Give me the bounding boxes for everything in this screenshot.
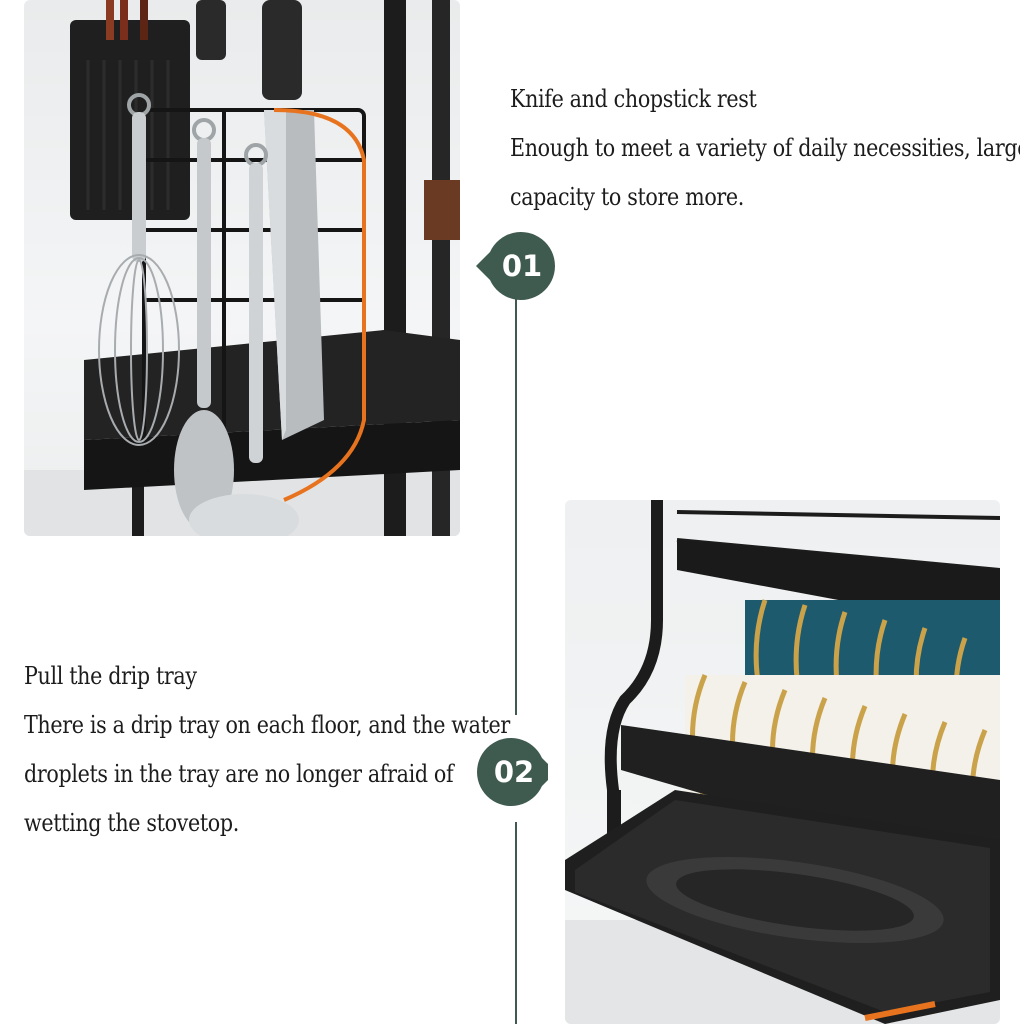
drip-tray-photo xyxy=(565,500,1000,1024)
step-number: 02 xyxy=(493,755,535,789)
knife-holder-illustration xyxy=(24,0,460,536)
step-badge-02: 02 xyxy=(468,732,548,812)
badge-arrow-left-icon xyxy=(476,232,555,300)
feature-2-line-2: droplets in the tray are no longer afrai… xyxy=(24,760,454,788)
feature-2-line-3: wetting the stovetop. xyxy=(24,809,239,837)
feature-1-title: Knife and chopstick rest xyxy=(510,85,757,113)
feature-2-text: Pull the drip tray There is a drip tray … xyxy=(24,652,510,848)
knife-holder-photo xyxy=(24,0,460,536)
feature-2-title: Pull the drip tray xyxy=(24,662,197,690)
timeline-line xyxy=(515,822,517,1024)
step-number: 01 xyxy=(501,249,543,283)
badge-arrow-right-icon xyxy=(477,738,548,806)
timeline-line xyxy=(515,285,517,715)
feature-1-line-1: Enough to meet a variety of daily necess… xyxy=(510,134,1020,162)
feature-2-line-1: There is a drip tray on each floor, and … xyxy=(24,711,510,739)
feature-1-text: Knife and chopstick rest Enough to meet … xyxy=(510,75,1020,222)
drip-tray-illustration xyxy=(565,500,1000,1024)
feature-1-line-2: capacity to store more. xyxy=(510,183,745,211)
step-badge-01: 01 xyxy=(476,226,556,306)
